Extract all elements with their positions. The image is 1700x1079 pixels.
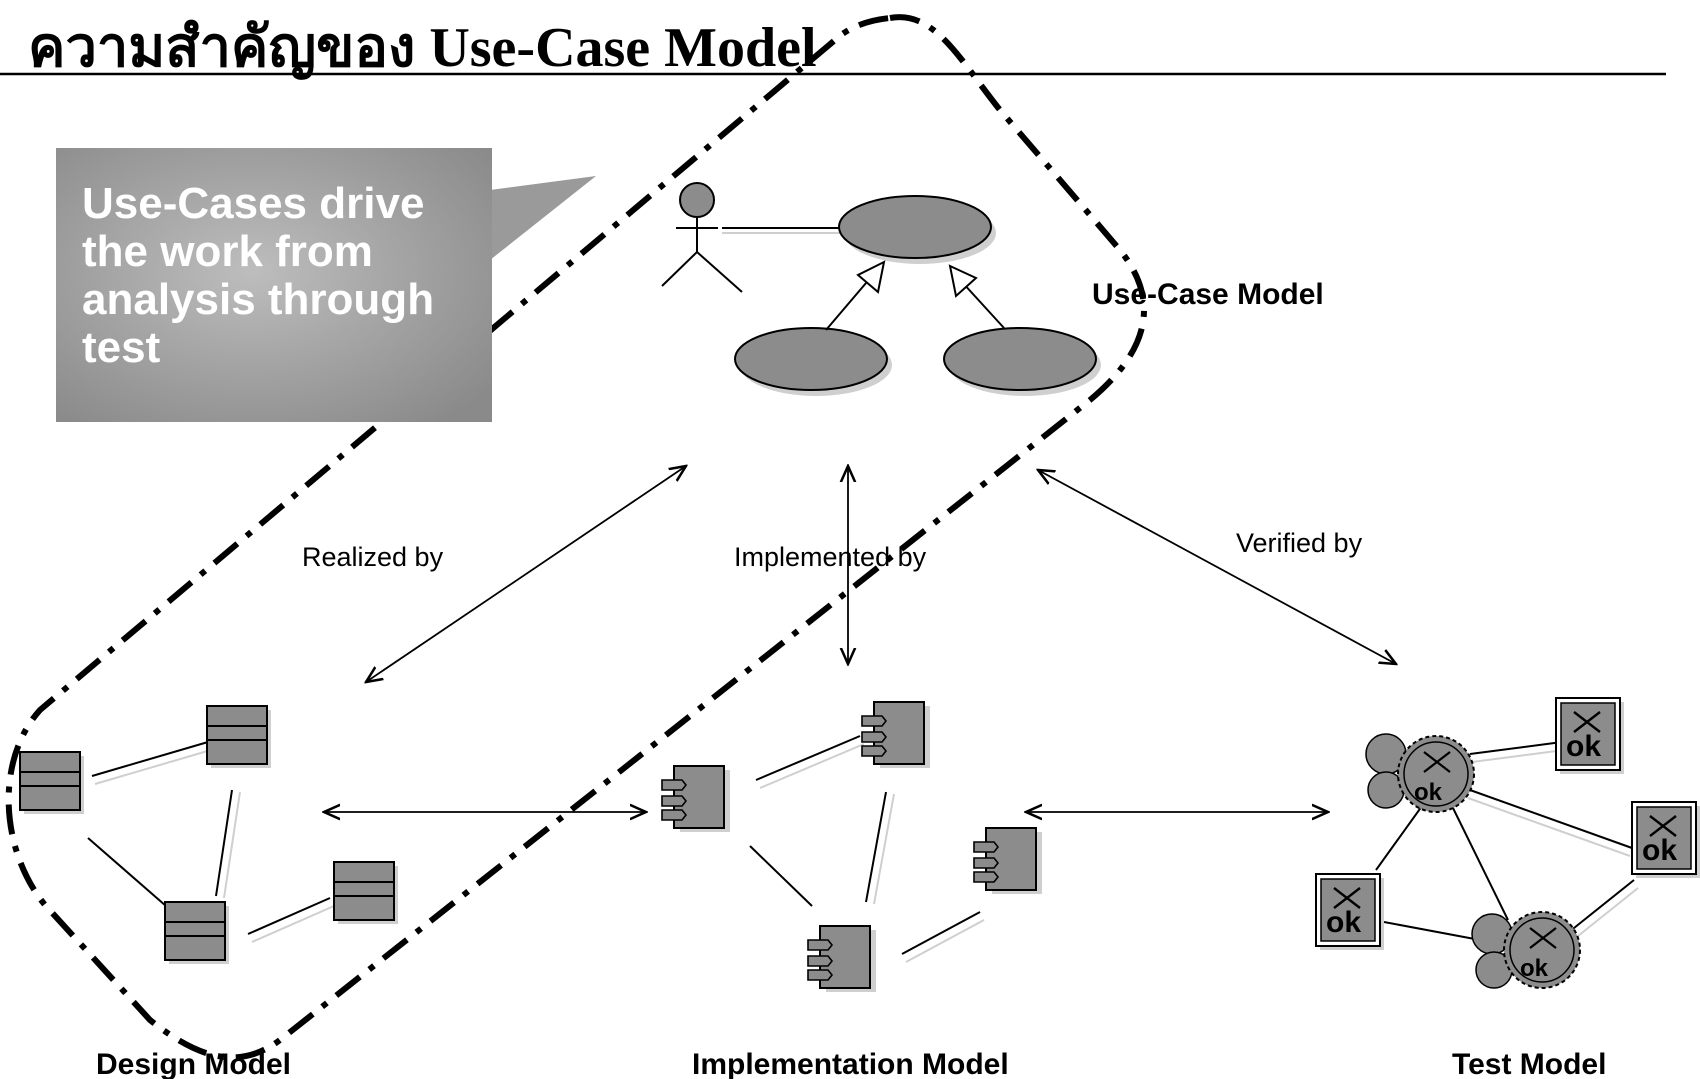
design-model-figure (19, 705, 399, 965)
use-case-ellipse-left (734, 327, 892, 396)
implemented-by-label: Implemented by (734, 542, 927, 572)
test-ok-label: ok (1414, 779, 1443, 806)
implementation-model-label: Implementation Model (692, 1048, 1009, 1079)
use-case-scope-boundary (5, 14, 1147, 1061)
test-model-figure: ok ok ok ok ok (1314, 696, 1700, 989)
test-box-icon: ok (1554, 696, 1626, 776)
component-icon (973, 827, 1043, 895)
component-icon (661, 765, 731, 833)
verified-by-label: Verified by (1236, 528, 1363, 558)
actor-icon (661, 182, 743, 293)
class-icon (333, 861, 399, 925)
component-icon (807, 925, 877, 993)
class-icon (19, 751, 85, 815)
test-box-icon: ok (1630, 800, 1700, 880)
generalization-arrows (825, 260, 1005, 331)
slide-title: ความสำคัญของ Use-Case Model (28, 17, 817, 80)
implementation-model-figure (661, 701, 1043, 993)
test-case-icon: ok (1471, 911, 1581, 989)
use-case-ellipse-right (943, 327, 1101, 396)
test-ok-label: ok (1520, 955, 1549, 982)
realized-by-label: Realized by (302, 542, 444, 572)
test-ok-label: ok (1642, 834, 1677, 867)
verified-by-arrow (1038, 470, 1396, 664)
design-model-label: Design Model (96, 1048, 291, 1079)
test-box-icon: ok (1314, 872, 1386, 952)
test-ok-label: ok (1326, 906, 1361, 939)
test-ok-label: ok (1566, 730, 1601, 763)
use-case-model-figure (661, 182, 1101, 396)
use-case-model-label: Use-Case Model (1092, 278, 1324, 311)
component-icon (861, 701, 931, 769)
class-icon (164, 901, 230, 965)
test-case-icon: ok (1365, 733, 1475, 813)
test-model-label: Test Model (1452, 1048, 1606, 1079)
use-case-ellipse-main (838, 195, 996, 264)
callout-line-4: test (82, 323, 161, 372)
callout-line-1: Use-Cases drive (82, 179, 424, 228)
callout-box: Use-Cases drive the work from analysis t… (56, 148, 596, 422)
realized-by-arrow (366, 466, 686, 682)
callout-line-2: the work from (82, 227, 373, 276)
class-icon (206, 705, 272, 769)
callout-line-3: analysis through (82, 275, 434, 324)
